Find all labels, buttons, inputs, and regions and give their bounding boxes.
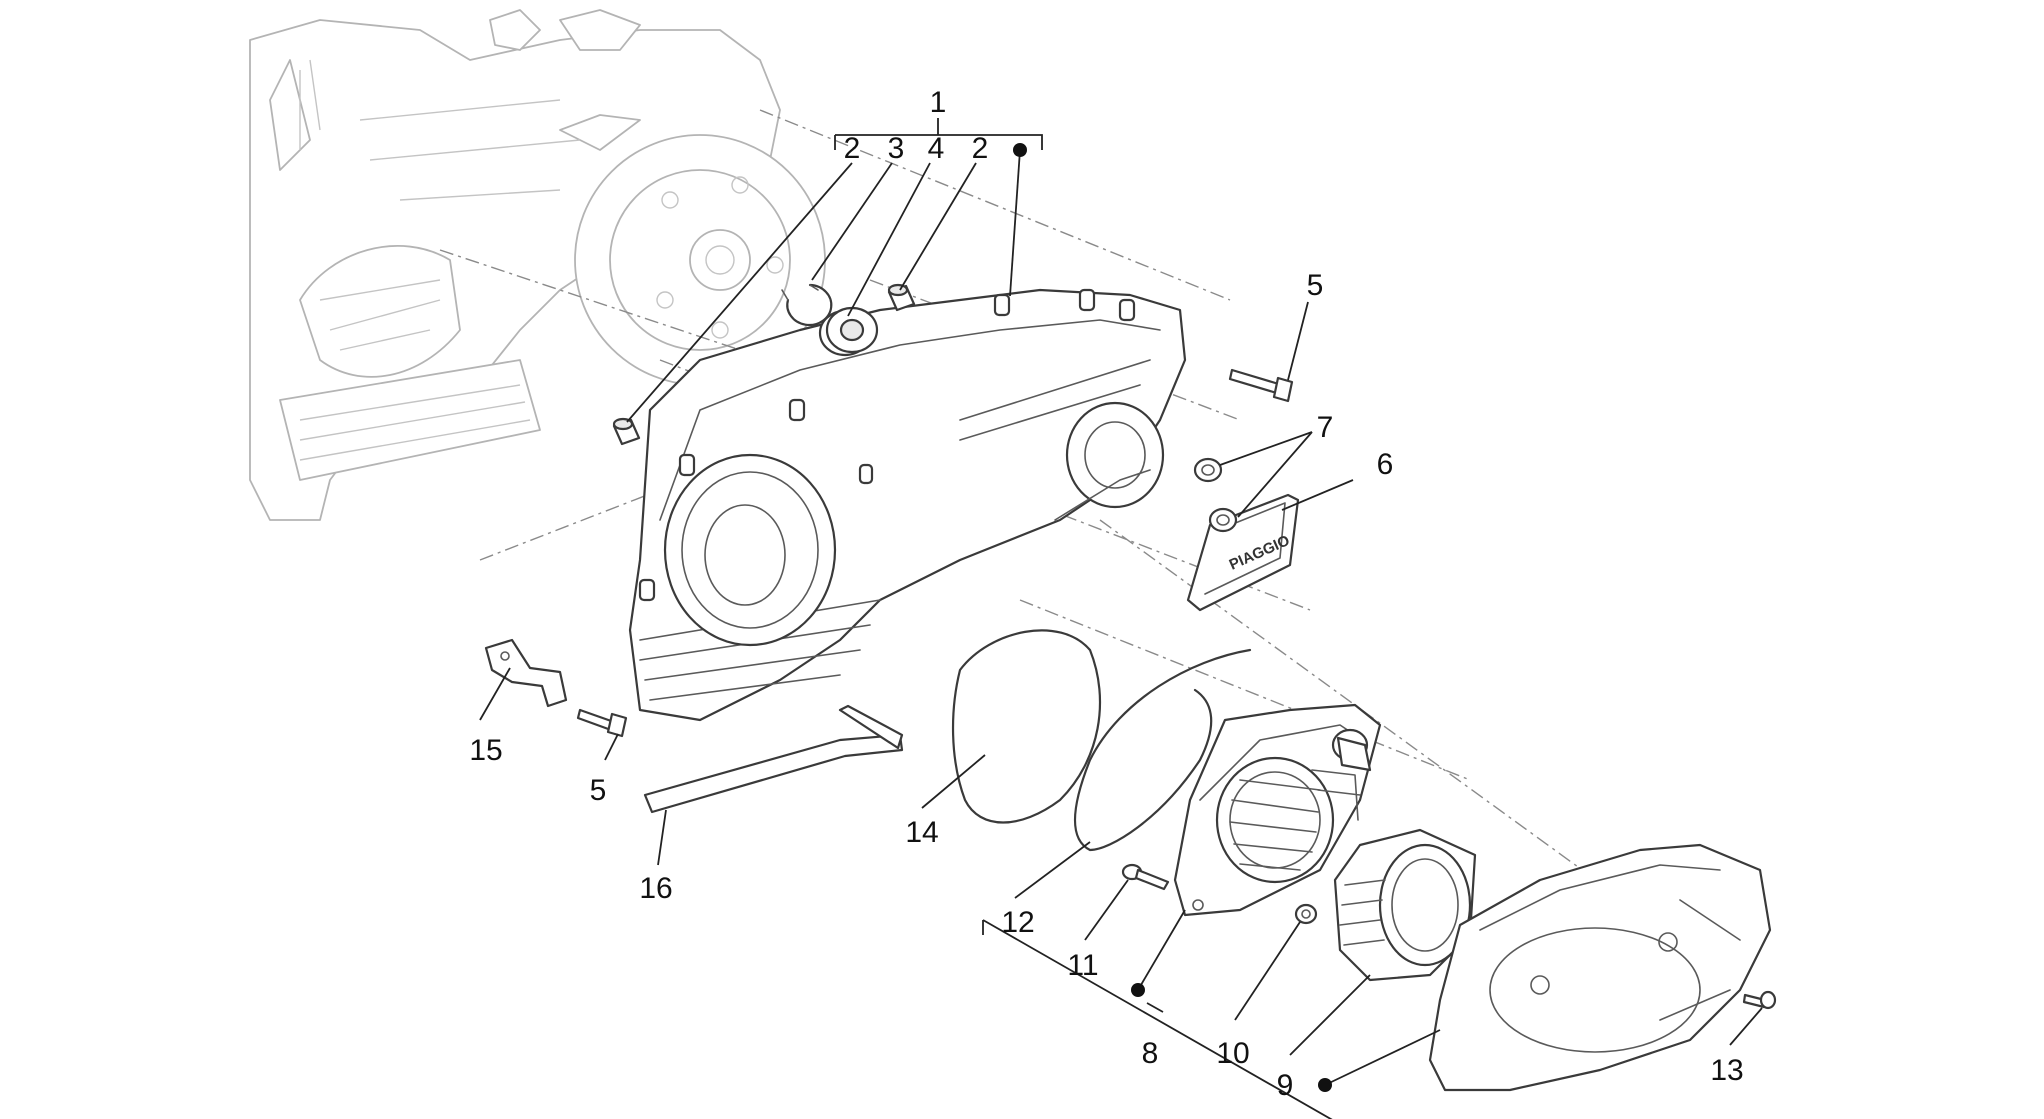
outer-air-cover (1428, 843, 1772, 1092)
rubber-strip (643, 704, 904, 814)
air-intake-housing (1173, 703, 1382, 917)
kit-markers (1013, 143, 1332, 1092)
callout-8: 8 (1142, 1037, 1159, 1070)
kit-marker-dot-housing (1131, 983, 1145, 997)
gasket-wire (951, 629, 1102, 824)
cover-screw (1742, 990, 1777, 1010)
callout-1: 1 (930, 86, 947, 119)
callout-2-right: 2 (972, 132, 989, 165)
leader-lines (479, 118, 1763, 1119)
callout-7: 7 (1317, 411, 1334, 444)
grommet-upper (1193, 457, 1223, 483)
callout-5-upper: 5 (1307, 269, 1324, 302)
callout-4: 4 (928, 132, 945, 165)
callout-9: 9 (1277, 1069, 1294, 1102)
callout-12: 12 (1001, 906, 1034, 939)
callout-2-left: 2 (844, 132, 861, 165)
screw (1121, 863, 1170, 891)
callout-11: 11 (1067, 949, 1098, 982)
grommet-lower (1208, 507, 1238, 533)
circlip (781, 283, 833, 327)
bolt-upper (1228, 368, 1294, 403)
callout-13: 13 (1710, 1054, 1743, 1087)
engine-crankcase-background (249, 9, 826, 521)
callout-5-lower: 5 (590, 774, 607, 807)
callout-14: 14 (905, 816, 938, 849)
callout-3: 3 (888, 132, 905, 165)
kit-marker-dot-upper (1013, 143, 1027, 157)
bolt-lower (576, 708, 628, 738)
kit-marker-dot-cover (1318, 1078, 1332, 1092)
callout-labels: 1 2 3 4 2 5 7 6 15 5 16 14 12 11 8 10 9 … (469, 86, 1743, 1102)
bracket (484, 638, 568, 708)
callout-10: 10 (1216, 1037, 1249, 1070)
nut (1294, 903, 1318, 925)
seal-cord (1074, 648, 1252, 852)
callout-6: 6 (1377, 448, 1394, 481)
dowel-pin-lower (612, 417, 641, 446)
dowel-pin-upper (887, 283, 916, 312)
callout-15: 15 (469, 734, 502, 767)
callout-16: 16 (639, 872, 672, 905)
bearing (818, 306, 879, 357)
